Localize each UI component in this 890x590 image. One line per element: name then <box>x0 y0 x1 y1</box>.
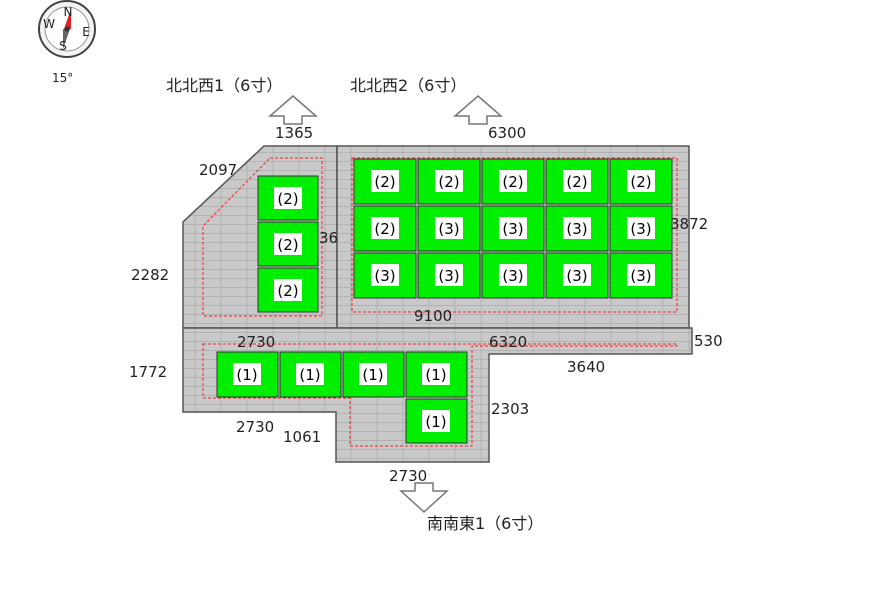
dim-6300: 6300 <box>488 124 526 142</box>
dim-530: 530 <box>694 332 723 350</box>
panel: (3) <box>481 205 545 252</box>
panel: (3) <box>609 205 673 252</box>
panel: (1) <box>216 351 279 398</box>
panel: (3) <box>481 252 545 299</box>
svg-text:(2): (2) <box>277 236 298 254</box>
panel: (2) <box>609 158 673 205</box>
panel: (2) <box>353 205 417 252</box>
dim-3640: 3640 <box>567 358 605 376</box>
svg-text:(2): (2) <box>277 282 298 300</box>
svg-text:(1): (1) <box>236 366 257 384</box>
panel: (3) <box>417 205 481 252</box>
panel: (2) <box>545 158 609 205</box>
svg-text:(3): (3) <box>566 220 587 238</box>
svg-text:(3): (3) <box>438 220 459 238</box>
compass-angle: 15° <box>52 71 73 85</box>
panel: (2) <box>353 158 417 205</box>
dim-partial: 36 <box>319 229 338 247</box>
panel: (2) <box>257 221 319 267</box>
svg-text:(3): (3) <box>630 267 651 285</box>
svg-text:(3): (3) <box>566 267 587 285</box>
dim-9100: 9100 <box>414 307 452 325</box>
setback-sse1 <box>202 343 678 447</box>
svg-text:(1): (1) <box>425 366 446 384</box>
compass-n: N <box>64 5 73 19</box>
setback-nnw2 <box>351 157 678 313</box>
dim-2097: 2097 <box>199 161 237 179</box>
svg-text:(1): (1) <box>425 413 446 431</box>
dim-1061: 1061 <box>283 428 321 446</box>
dim-3872: 3872 <box>670 215 708 233</box>
svg-text:(2): (2) <box>566 173 587 191</box>
dim-2303: 2303 <box>491 400 529 418</box>
svg-text:(2): (2) <box>374 173 395 191</box>
panel: (2) <box>257 175 319 221</box>
roof-title-nnw2: 北北西2（6寸） <box>350 76 466 95</box>
compass-e: E <box>82 25 90 39</box>
panel: (2) <box>417 158 481 205</box>
svg-text:(3): (3) <box>438 267 459 285</box>
panel: (1) <box>342 351 405 398</box>
setback-lines <box>202 157 678 447</box>
svg-text:(2): (2) <box>502 173 523 191</box>
svg-text:(1): (1) <box>299 366 320 384</box>
svg-text:(3): (3) <box>630 220 651 238</box>
solar-panels: (2) (2) (2) (2) (2) (2) (2) (2) (2) (3) … <box>216 158 673 444</box>
arrow-up-icon <box>267 95 319 125</box>
svg-text:(2): (2) <box>630 173 651 191</box>
panel: (2) <box>257 267 319 313</box>
dim-1365: 1365 <box>275 124 313 142</box>
svg-text:(3): (3) <box>502 220 523 238</box>
svg-text:(1): (1) <box>362 366 383 384</box>
svg-text:(2): (2) <box>277 190 298 208</box>
panel: (1) <box>279 351 342 398</box>
compass-s: S <box>59 39 67 53</box>
panel: (3) <box>545 252 609 299</box>
compass-icon: N E S W <box>38 0 96 58</box>
svg-text:(2): (2) <box>374 220 395 238</box>
svg-text:(2): (2) <box>438 173 459 191</box>
panel: (3) <box>417 252 481 299</box>
panel: (3) <box>545 205 609 252</box>
dim-2730-top: 2730 <box>237 333 275 351</box>
panel: (3) <box>353 252 417 299</box>
dim-2282: 2282 <box>131 266 169 284</box>
panel: (1) <box>405 351 468 398</box>
dim-2730-bottom: 2730 <box>389 467 427 485</box>
dim-2730-mid: 2730 <box>236 418 274 436</box>
roof-title-nnw1: 北北西1（6寸） <box>166 76 282 95</box>
panel: (3) <box>609 252 673 299</box>
dim-1772: 1772 <box>129 363 167 381</box>
panel: (1) <box>405 398 468 444</box>
compass-w: W <box>43 17 55 31</box>
arrow-up-icon <box>452 95 504 125</box>
svg-text:(3): (3) <box>502 267 523 285</box>
svg-text:(3): (3) <box>374 267 395 285</box>
panel: (2) <box>481 158 545 205</box>
roof-title-sse1: 南南東1（6寸） <box>427 514 543 533</box>
dim-6320: 6320 <box>489 333 527 351</box>
arrow-down-icon <box>399 482 449 514</box>
